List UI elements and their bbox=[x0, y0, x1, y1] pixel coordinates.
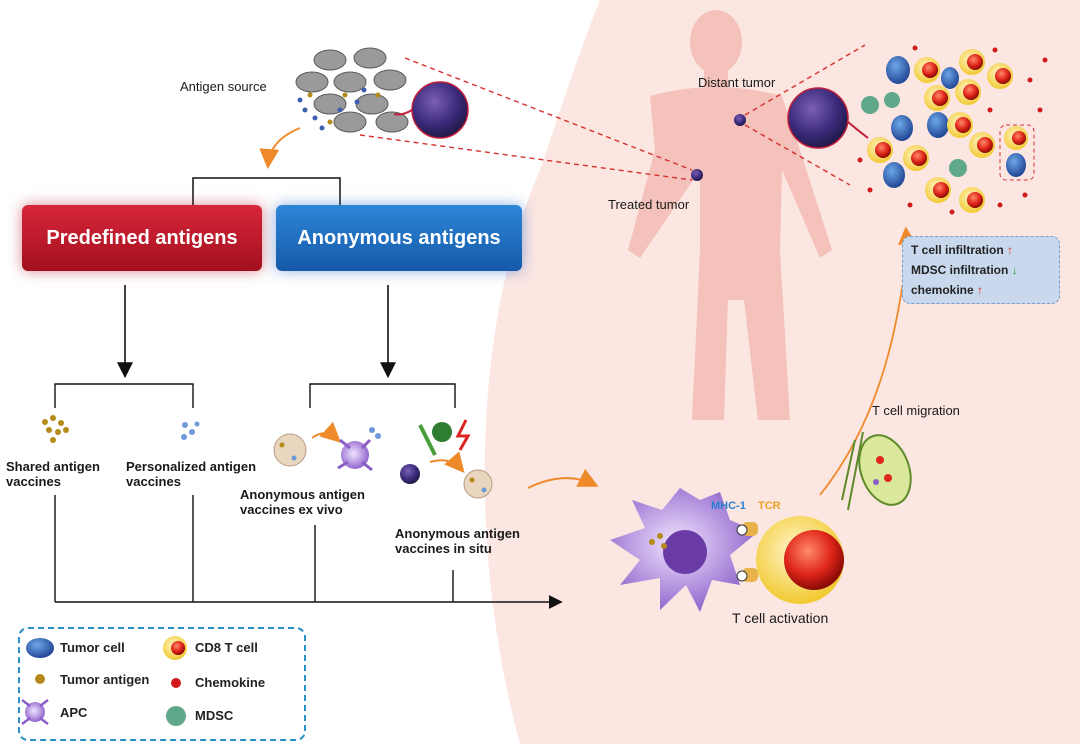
treated-tumor-label: Treated tumor bbox=[608, 197, 690, 212]
source-to-categories-arrow bbox=[259, 127, 301, 169]
chemokine-text: chemokine bbox=[911, 283, 974, 297]
antigen-source-links bbox=[359, 44, 866, 186]
ex-vivo-icon bbox=[273, 421, 381, 472]
arrow-up-icon: ↑ bbox=[1007, 243, 1014, 257]
outcome-summary-box: T cell infiltration ↑ MDSC infiltration … bbox=[902, 236, 1060, 304]
personalized-antigen-vaccines-label: Personalized antigen vaccines bbox=[126, 459, 257, 489]
to-activation-arrow bbox=[527, 468, 599, 489]
legend-icons bbox=[21, 636, 187, 726]
mdsc-infiltration-text: MDSC infiltration bbox=[911, 263, 1009, 277]
distant-tumor-cluster bbox=[787, 45, 1048, 215]
legend-mdsc: MDSC bbox=[195, 708, 234, 723]
legend-tumor-antigen: Tumor antigen bbox=[60, 672, 150, 687]
human-body-silhouette bbox=[628, 10, 832, 420]
distant-tumor-label: Distant tumor bbox=[698, 75, 776, 90]
mhc-label: MHC-1 bbox=[711, 500, 746, 512]
predefined-antigens-box: Predefined antigens bbox=[22, 205, 262, 271]
shared-antigen-vaccines-label: Shared antigen vaccines bbox=[6, 459, 100, 489]
anonymous-antigens-box: Anonymous antigens bbox=[276, 205, 522, 271]
arrow-down-icon: ↓ bbox=[1011, 263, 1018, 277]
lymph-node-icon bbox=[841, 431, 912, 511]
shared-antigen-icon bbox=[42, 415, 69, 443]
legend-chemokine: Chemokine bbox=[195, 675, 266, 690]
t-cell-infiltration-text: T cell infiltration bbox=[911, 243, 1004, 257]
t-cell-activation-label: T cell activation bbox=[732, 610, 829, 626]
antigen-source-cluster bbox=[295, 47, 469, 139]
category-down-arrows bbox=[117, 285, 396, 379]
legend-apc: APC bbox=[60, 705, 88, 720]
personalized-antigen-icon bbox=[181, 421, 200, 440]
legend-cd8-t-cell: CD8 T cell bbox=[195, 640, 258, 655]
legend-tumor-cell: Tumor cell bbox=[60, 640, 125, 655]
tcr-label: TCR bbox=[758, 500, 781, 512]
apc-cell bbox=[610, 488, 758, 612]
legend-box bbox=[18, 627, 306, 741]
cd8-t-cell-large bbox=[736, 516, 844, 604]
anonymous-antigen-ex-vivo-label: Anonymous antigen vaccines ex vivo bbox=[240, 487, 365, 517]
anonymous-antigen-in-situ-label: Anonymous antigen vaccines in situ bbox=[395, 526, 520, 556]
t-cell-migration-label: T cell migration bbox=[872, 403, 960, 418]
antigen-source-label: Antigen source bbox=[180, 79, 267, 94]
category-branch-lines bbox=[192, 177, 341, 205]
treated-tumor-marker bbox=[691, 169, 703, 181]
distant-tumor-marker bbox=[734, 114, 746, 126]
arrow-up-icon: ↑ bbox=[977, 283, 984, 297]
vaccine-branch-lines bbox=[54, 383, 563, 609]
in-situ-icon bbox=[400, 419, 493, 499]
